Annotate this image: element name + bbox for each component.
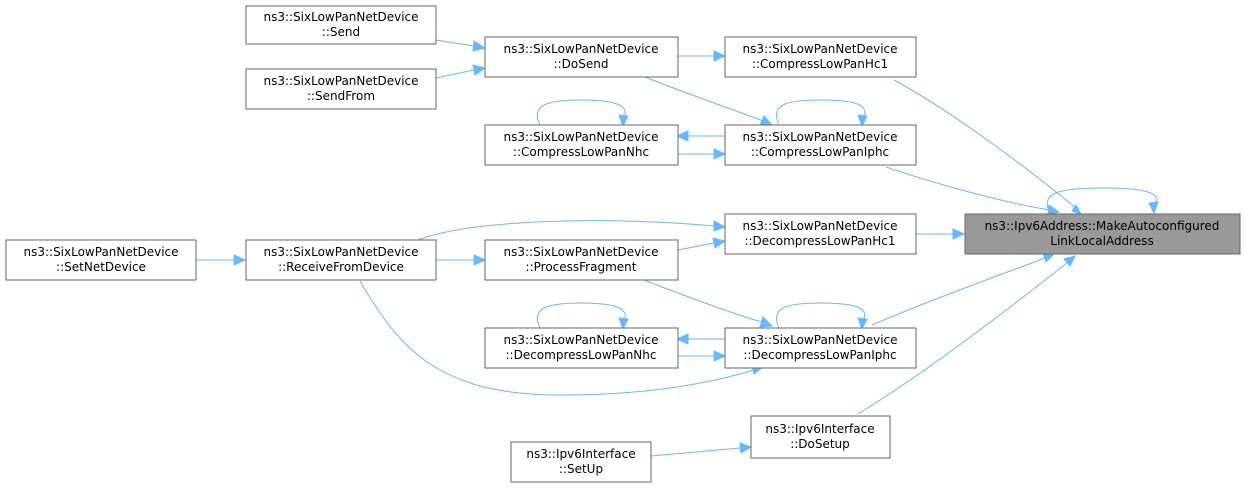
node-compress-low-pan-nhc[interactable]: ns3::SixLowPanNetDevice ::CompressLowPan…: [484, 124, 679, 166]
node-label-line2: ::ProcessFragment: [526, 260, 637, 274]
node-label-line2: ::ReceiveFromDevice: [278, 260, 404, 274]
edge-target-self: [1046, 187, 1159, 215]
node-label-line1: ns3::SixLowPanNetDevice: [742, 42, 897, 56]
node-label-line2: ::SetNetDevice: [56, 260, 146, 274]
edge-compressiphc-compressnhc: [675, 130, 725, 142]
edge-processfragment-decompressiphc: [643, 279, 774, 328]
edge-dosend-compresshc1: [678, 50, 727, 62]
edge-decompresshc1-target: [916, 228, 966, 240]
edge-dosend-compressiphc: [644, 76, 774, 126]
edge-receive-processfragment: [436, 254, 487, 266]
edge-send-dosend: [435, 39, 487, 52]
node-process-fragment[interactable]: ns3::SixLowPanNetDevice ::ProcessFragmen…: [484, 239, 679, 281]
edge-decompressnhc-self: [536, 302, 629, 331]
edge-sendfrom-dosend: [435, 64, 487, 79]
node-label-line1: ns3::SixLowPanNetDevice: [263, 74, 418, 88]
node-do-send[interactable]: ns3::SixLowPanNetDevice ::DoSend: [484, 36, 679, 78]
node-label-line1: ns3::SixLowPanNetDevice: [503, 333, 658, 347]
edge-decompressiphc-target: [871, 252, 1055, 326]
node-label-line1: ns3::SixLowPanNetDevice: [503, 130, 658, 144]
node-make-autoconfigured-link-local-address: ns3::Ipv6Address::MakeAutoconfigured Lin…: [964, 213, 1241, 255]
edge-compresshc1-target: [893, 79, 1083, 215]
edge-compressnhc-compressiphc: [678, 148, 727, 160]
node-label-line1: ns3::SixLowPanNetDevice: [263, 10, 418, 24]
node-label-line1: ns3::SixLowPanNetDevice: [263, 245, 418, 259]
node-label-line2: ::DecompressLowPanNhc: [506, 348, 657, 362]
node-send-from[interactable]: ns3::SixLowPanNetDevice ::SendFrom: [245, 68, 437, 110]
node-label-line2: ::SendFrom: [307, 89, 375, 103]
node-label-line1: ns3::SixLowPanNetDevice: [742, 219, 897, 233]
node-ipv6-interface-do-setup[interactable]: ns3::Ipv6Interface ::DoSetup: [750, 415, 891, 459]
node-decompress-low-pan-iphc[interactable]: ns3::SixLowPanNetDevice ::DecompressLowP…: [724, 327, 917, 369]
node-label-line1: ns3::Ipv6Interface: [526, 447, 635, 461]
node-compress-low-pan-iphc[interactable]: ns3::SixLowPanNetDevice ::CompressLowPan…: [724, 124, 917, 166]
node-receive-from-device[interactable]: ns3::SixLowPanNetDevice ::ReceiveFromDev…: [245, 239, 437, 281]
edge-setnetdevice-receive: [196, 254, 247, 266]
node-label-line2: ::DecompressLowPanHc1: [744, 234, 895, 248]
edge-receive-decompresshc1: [417, 220, 727, 241]
node-label-line2: LinkLocalAddress: [1050, 234, 1153, 248]
edge-compressnhc-self: [536, 99, 629, 128]
edge-processfragment-decompresshc1: [677, 237, 727, 251]
edge-dosetup-target: [857, 255, 1076, 415]
node-set-net-device[interactable]: ns3::SixLowPanNetDevice ::SetNetDevice: [5, 239, 197, 281]
node-decompress-low-pan-nhc[interactable]: ns3::SixLowPanNetDevice ::DecompressLowP…: [484, 327, 679, 369]
node-label-line2: ::SetUp: [559, 462, 603, 476]
edge-decompressnhc-decompressiphc: [678, 350, 727, 362]
node-label-line2: ::DoSetup: [790, 437, 850, 451]
node-label-line1: ns3::SixLowPanNetDevice: [503, 245, 658, 259]
node-label-line2: ::CompressLowPanIphc: [751, 145, 889, 159]
edge-setup-dosetup: [650, 442, 753, 457]
node-label-line1: ns3::SixLowPanNetDevice: [503, 42, 658, 56]
node-label-line2: ::CompressLowPanHc1: [752, 57, 888, 71]
node-ipv6-interface-set-up[interactable]: ns3::Ipv6Interface ::SetUp: [510, 441, 652, 483]
node-label-line2: ::Send: [322, 25, 360, 39]
node-label-line1: ns3::SixLowPanNetDevice: [742, 333, 897, 347]
node-decompress-low-pan-hc1[interactable]: ns3::SixLowPanNetDevice ::DecompressLowP…: [724, 213, 917, 255]
node-label-line1: ns3::SixLowPanNetDevice: [742, 130, 897, 144]
nodes: ns3::Ipv6Address::MakeAutoconfigured Lin…: [5, 5, 1241, 483]
node-send[interactable]: ns3::SixLowPanNetDevice ::Send: [245, 5, 437, 45]
edge-decompressiphc-self: [776, 302, 868, 331]
node-label-line2: ::DecompressLowPanIphc: [743, 348, 896, 362]
node-label-line1: ns3::Ipv6Interface: [765, 422, 874, 436]
node-compress-low-pan-hc1[interactable]: ns3::SixLowPanNetDevice ::CompressLowPan…: [724, 36, 917, 78]
edges: [196, 39, 1159, 457]
edge-compressiphc-self: [776, 99, 868, 128]
node-label-line2: ::DoSend: [554, 57, 609, 71]
edge-decompressiphc-decompressnhc: [675, 333, 725, 345]
node-label-line1: ns3::Ipv6Address::MakeAutoconfigured: [985, 219, 1220, 233]
node-label-line2: ::CompressLowPanNhc: [513, 145, 649, 159]
node-label-line1: ns3::SixLowPanNetDevice: [23, 245, 178, 259]
